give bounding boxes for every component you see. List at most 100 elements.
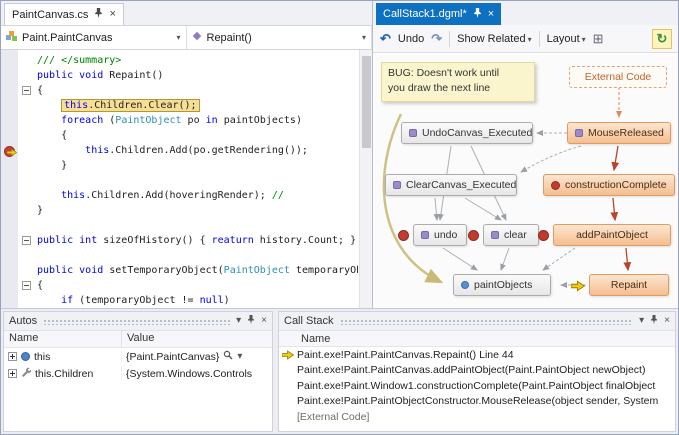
pin-icon[interactable]: [650, 315, 658, 327]
code-map-pane: CallStack1.dgml* × ↶ Undo ↷ Show Related…: [372, 1, 678, 308]
tab-callstack-dgml[interactable]: CallStack1.dgml* ×: [376, 3, 502, 25]
chevron-down-icon: ▾: [581, 34, 586, 44]
stack-frame-row[interactable]: Paint.exe!Paint.PaintObjectConstructor.M…: [297, 395, 659, 408]
toolbar-separator: [538, 30, 540, 47]
current-frame-arrow-icon: [279, 350, 297, 360]
undo-button[interactable]: Undo: [397, 32, 425, 45]
layout-grid-icon[interactable]: ⊞: [592, 31, 604, 46]
editor-pane: PaintCanvas.cs × Paint.PaintCanvas ▾ Rep…: [1, 1, 372, 308]
callstack-titlebar[interactable]: Call Stack ▾ ×: [279, 312, 675, 331]
window-position-icon[interactable]: ▾: [236, 315, 242, 326]
toolbar-separator: [449, 30, 451, 47]
chevron-down-icon: ▾: [361, 33, 366, 42]
tab-title: PaintCanvas.cs: [12, 8, 89, 21]
close-icon[interactable]: ×: [664, 315, 670, 326]
show-related-dropdown[interactable]: Show Related▾: [457, 32, 532, 45]
chevron-down-icon: ▾: [527, 34, 532, 44]
autos-header: Name Value: [4, 331, 272, 348]
pin-icon[interactable]: [247, 315, 255, 327]
node-clearcanvas-executed[interactable]: ClearCanvas_Executed: [385, 174, 517, 196]
node-addpaintobject[interactable]: addPaintObject: [553, 224, 671, 246]
column-header-value[interactable]: Value: [127, 332, 155, 344]
column-header-name[interactable]: Name: [279, 331, 675, 347]
refresh-icon: ↻: [656, 30, 668, 46]
node-paintobjects[interactable]: paintObjects: [453, 274, 551, 296]
code-editor[interactable]: /// </summary>public void Repaint(){ thi…: [1, 50, 372, 308]
expand-icon[interactable]: [8, 352, 17, 361]
map-tabstrip: CallStack1.dgml* ×: [373, 1, 678, 25]
type-dropdown[interactable]: Paint.PaintCanvas ▾: [1, 26, 187, 49]
stack-frame-row[interactable]: [External Code]: [297, 410, 370, 423]
method-icon: [575, 129, 583, 137]
member-dropdown[interactable]: Repaint() ▾: [187, 26, 372, 49]
pin-icon[interactable]: [473, 7, 482, 21]
watch-row[interactable]: this {Paint.PaintCanvas} ▾: [4, 348, 272, 365]
tab-paintcanvas-cs[interactable]: PaintCanvas.cs ×: [4, 3, 124, 25]
breakpoint-icon[interactable]: [398, 230, 409, 241]
stack-frame-row[interactable]: Paint.exe!Paint.PaintCanvas.addPaintObje…: [297, 364, 646, 377]
editor-navigation-bar: Paint.PaintCanvas ▾ Repaint() ▾: [1, 25, 372, 50]
map-toolbar: ↶ Undo ↷ Show Related▾ Layout▾ ⊞ ↻: [373, 25, 678, 53]
node-external-code[interactable]: External Code: [569, 66, 667, 88]
breakpoint-margin[interactable]: [1, 50, 18, 308]
code-map-canvas[interactable]: BUG: Doesn't work until you draw the nex…: [373, 54, 678, 308]
method-icon: [491, 231, 499, 239]
code-lines[interactable]: /// </summary>public void Repaint(){ thi…: [37, 55, 358, 306]
member-name: Repaint(): [206, 31, 252, 44]
method-icon: [421, 231, 429, 239]
tab-title: CallStack1.dgml*: [383, 8, 467, 20]
column-header-name[interactable]: Name: [4, 331, 122, 347]
breakpoint-icon[interactable]: [468, 230, 479, 241]
object-icon: [21, 352, 30, 361]
fold-marker-icon[interactable]: [22, 86, 31, 95]
chevron-down-icon[interactable]: ▾: [237, 350, 243, 362]
window-position-icon[interactable]: ▾: [639, 315, 645, 326]
panel-title: Autos: [9, 315, 38, 327]
watch-row[interactable]: this.Children {System.Windows.Controls: [4, 365, 272, 382]
breakpoint-icon: [551, 180, 560, 190]
node-constructioncomplete[interactable]: constructionComplete: [543, 174, 675, 196]
breakpoint-icon[interactable]: [538, 230, 549, 241]
bug-annotation-note[interactable]: BUG: Doesn't work until you draw the nex…: [381, 62, 535, 102]
autos-titlebar[interactable]: Autos ▾ ×: [4, 312, 272, 331]
fold-marker-icon[interactable]: [22, 281, 31, 290]
field-icon: [461, 281, 469, 289]
property-icon: [21, 367, 32, 380]
editor-scrollbar[interactable]: [359, 50, 372, 308]
refresh-button[interactable]: ↻: [652, 28, 672, 49]
autos-panel: Autos ▾ × Name Value this {Paint.PaintCa…: [3, 311, 273, 432]
pin-icon[interactable]: [94, 8, 103, 21]
callstack-panel: Call Stack ▾ × Name Paint.exe!Paint.Pain…: [278, 311, 676, 432]
current-statement-arrow-icon: [570, 279, 586, 297]
node-undocanvas-executed[interactable]: UndoCanvas_Executed: [401, 122, 533, 144]
expand-icon[interactable]: [8, 369, 17, 378]
undo-icon[interactable]: ↶: [380, 31, 391, 46]
event-handler-icon: [393, 181, 401, 189]
fold-marker-icon[interactable]: [22, 236, 31, 245]
close-icon[interactable]: ×: [487, 7, 495, 20]
method-icon: [192, 31, 202, 44]
editor-tabstrip: PaintCanvas.cs ×: [1, 1, 372, 25]
type-name: Paint.PaintCanvas: [22, 31, 113, 44]
event-handler-icon: [409, 129, 417, 137]
bottom-tool-windows: Autos ▾ × Name Value this {Paint.PaintCa…: [1, 308, 678, 434]
scrollbar-thumb[interactable]: [362, 56, 371, 148]
drag-grip[interactable]: [339, 317, 634, 325]
close-icon[interactable]: ×: [109, 8, 116, 20]
redo-icon[interactable]: ↷: [431, 31, 443, 46]
stack-frame-row[interactable]: Paint.exe!Paint.Window1.constructionComp…: [297, 379, 656, 392]
chevron-down-icon: ▾: [176, 33, 181, 42]
magnifier-icon[interactable]: [223, 350, 233, 363]
breakpoint-icon[interactable]: [4, 146, 17, 157]
stack-frame-row[interactable]: Paint.exe!Paint.PaintCanvas.Repaint() Li…: [279, 347, 675, 363]
node-undo[interactable]: undo: [413, 224, 467, 246]
node-clear[interactable]: clear: [483, 224, 539, 246]
drag-grip[interactable]: [43, 317, 231, 325]
close-icon[interactable]: ×: [261, 315, 267, 326]
node-repaint[interactable]: Repaint: [589, 274, 669, 296]
node-mousereleased[interactable]: MouseReleased: [567, 122, 671, 144]
panel-title: Call Stack: [284, 315, 334, 327]
class-icon: [6, 31, 17, 44]
layout-dropdown[interactable]: Layout▾: [546, 32, 586, 45]
